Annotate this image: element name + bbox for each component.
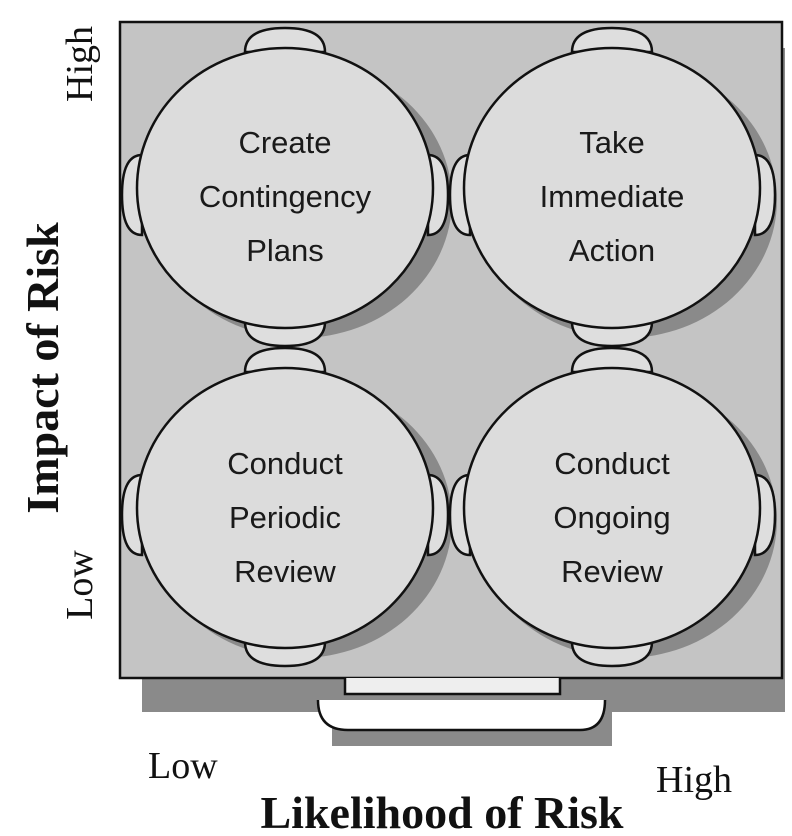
table-top-left [135,46,435,330]
x-axis-title: Likelihood of Risk [261,787,624,836]
quadrant-top-right: Take Immediate Action [448,26,777,348]
quadrant-label-line: Create [238,125,331,160]
quadrant-label-line: Periodic [229,500,341,535]
table-bottom-right [462,366,762,650]
x-axis-high-label: High [656,759,732,801]
quadrant-bottom-right: Conduct Ongoing Review [448,346,777,668]
matrix-stand [316,678,607,732]
quadrant-label-line: Review [234,554,336,589]
quadrant-label-line: Take [579,125,644,160]
table-top-right [462,46,762,330]
quadrant-label-line: Ongoing [553,500,670,535]
quadrant-label-line: Conduct [227,446,343,481]
quadrant-label-line: Review [561,554,663,589]
quadrant-label-line: Plans [246,233,324,268]
x-axis-low-label: Low [148,745,218,787]
quadrant-bottom-left: Conduct Periodic Review [120,346,452,668]
y-axis-high-label: High [59,26,101,102]
quadrant-label-line: Conduct [554,446,670,481]
quadrant-label-line: Contingency [199,179,372,214]
quadrant-label-line: Immediate [540,179,685,214]
quadrant-top-left: Create Contingency Plans [120,26,452,348]
table-bottom-left [135,366,435,650]
y-axis-low-label: Low [59,550,101,620]
y-axis-title: Impact of Risk [17,222,68,514]
quadrant-label-line: Action [569,233,655,268]
